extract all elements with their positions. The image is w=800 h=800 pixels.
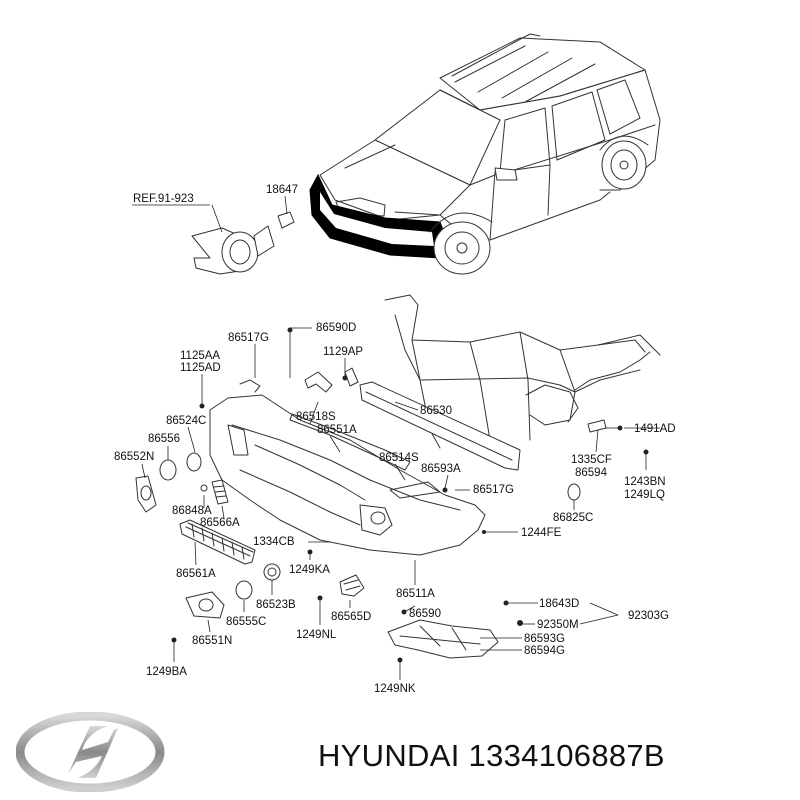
leader-lines (132, 195, 660, 680)
label-18643D[interactable]: 18643D (539, 598, 579, 610)
label-86517G-mid[interactable]: 86517G (473, 484, 514, 496)
label-1244FE[interactable]: 1244FE (521, 527, 562, 539)
label-1125AA[interactable]: 1125AA (180, 350, 220, 362)
part-labels: REF.91-923 18647 86517G 86590D 1125AA 11… (114, 184, 676, 695)
label-1334CB[interactable]: 1334CB (253, 536, 295, 548)
hyundai-logo-icon (16, 712, 165, 792)
label-18647[interactable]: 18647 (266, 184, 298, 196)
label-1249NK[interactable]: 1249NK (374, 683, 416, 695)
label-1335CF[interactable]: 1335CF (571, 454, 612, 466)
label-1129AP[interactable]: 1129AP (323, 346, 363, 358)
label-ref-91-923[interactable]: REF.91-923 (133, 193, 194, 205)
label-86552N[interactable]: 86552N (114, 451, 154, 463)
label-86518S[interactable]: 86518S (296, 411, 336, 423)
label-86555C[interactable]: 86555C (226, 616, 266, 628)
label-86848A[interactable]: 86848A (172, 505, 212, 517)
label-1249KA[interactable]: 1249KA (289, 564, 330, 576)
label-86556[interactable]: 86556 (148, 433, 180, 445)
label-1249LQ[interactable]: 1249LQ (624, 489, 665, 501)
label-92303G[interactable]: 92303G (628, 610, 669, 622)
label-1125AD[interactable]: 1125AD (180, 362, 221, 374)
label-86551N[interactable]: 86551N (192, 635, 232, 647)
label-86566A[interactable]: 86566A (200, 517, 240, 529)
label-86825C[interactable]: 86825C (553, 512, 593, 524)
label-86590D[interactable]: 86590D (316, 322, 356, 334)
fog-lamp-illustration (191, 211, 295, 275)
label-86514S[interactable]: 86514S (379, 452, 419, 464)
small-parts-illustration (135, 351, 651, 659)
label-1491AD[interactable]: 1491AD (634, 423, 676, 435)
label-86523B[interactable]: 86523B (256, 599, 296, 611)
label-86524C[interactable]: 86524C (166, 415, 206, 427)
label-86594[interactable]: 86594 (575, 467, 608, 479)
label-86551A[interactable]: 86551A (317, 424, 357, 436)
label-86565D[interactable]: 86565D (331, 611, 371, 623)
label-86517G-top[interactable]: 86517G (228, 332, 269, 344)
label-86511A[interactable]: 86511A (396, 588, 435, 600)
label-1243BN[interactable]: 1243BN (624, 476, 666, 488)
label-92350M[interactable]: 92350M (537, 619, 579, 631)
brand-part-number: HYUNDAI 1334106887B (318, 738, 665, 773)
car-illustration (309, 33, 661, 275)
label-86561A[interactable]: 86561A (176, 568, 216, 580)
label-86530[interactable]: 86530 (420, 405, 452, 417)
label-86593G[interactable]: 86593G (524, 633, 565, 645)
bumper-cover-illustration (209, 394, 486, 556)
label-86590[interactable]: 86590 (409, 608, 441, 620)
label-1249BA[interactable]: 1249BA (146, 666, 187, 678)
label-86593A[interactable]: 86593A (421, 463, 461, 475)
label-1249NL[interactable]: 1249NL (296, 629, 337, 641)
label-86594G[interactable]: 86594G (524, 645, 565, 657)
fastener-dots (171, 327, 649, 663)
